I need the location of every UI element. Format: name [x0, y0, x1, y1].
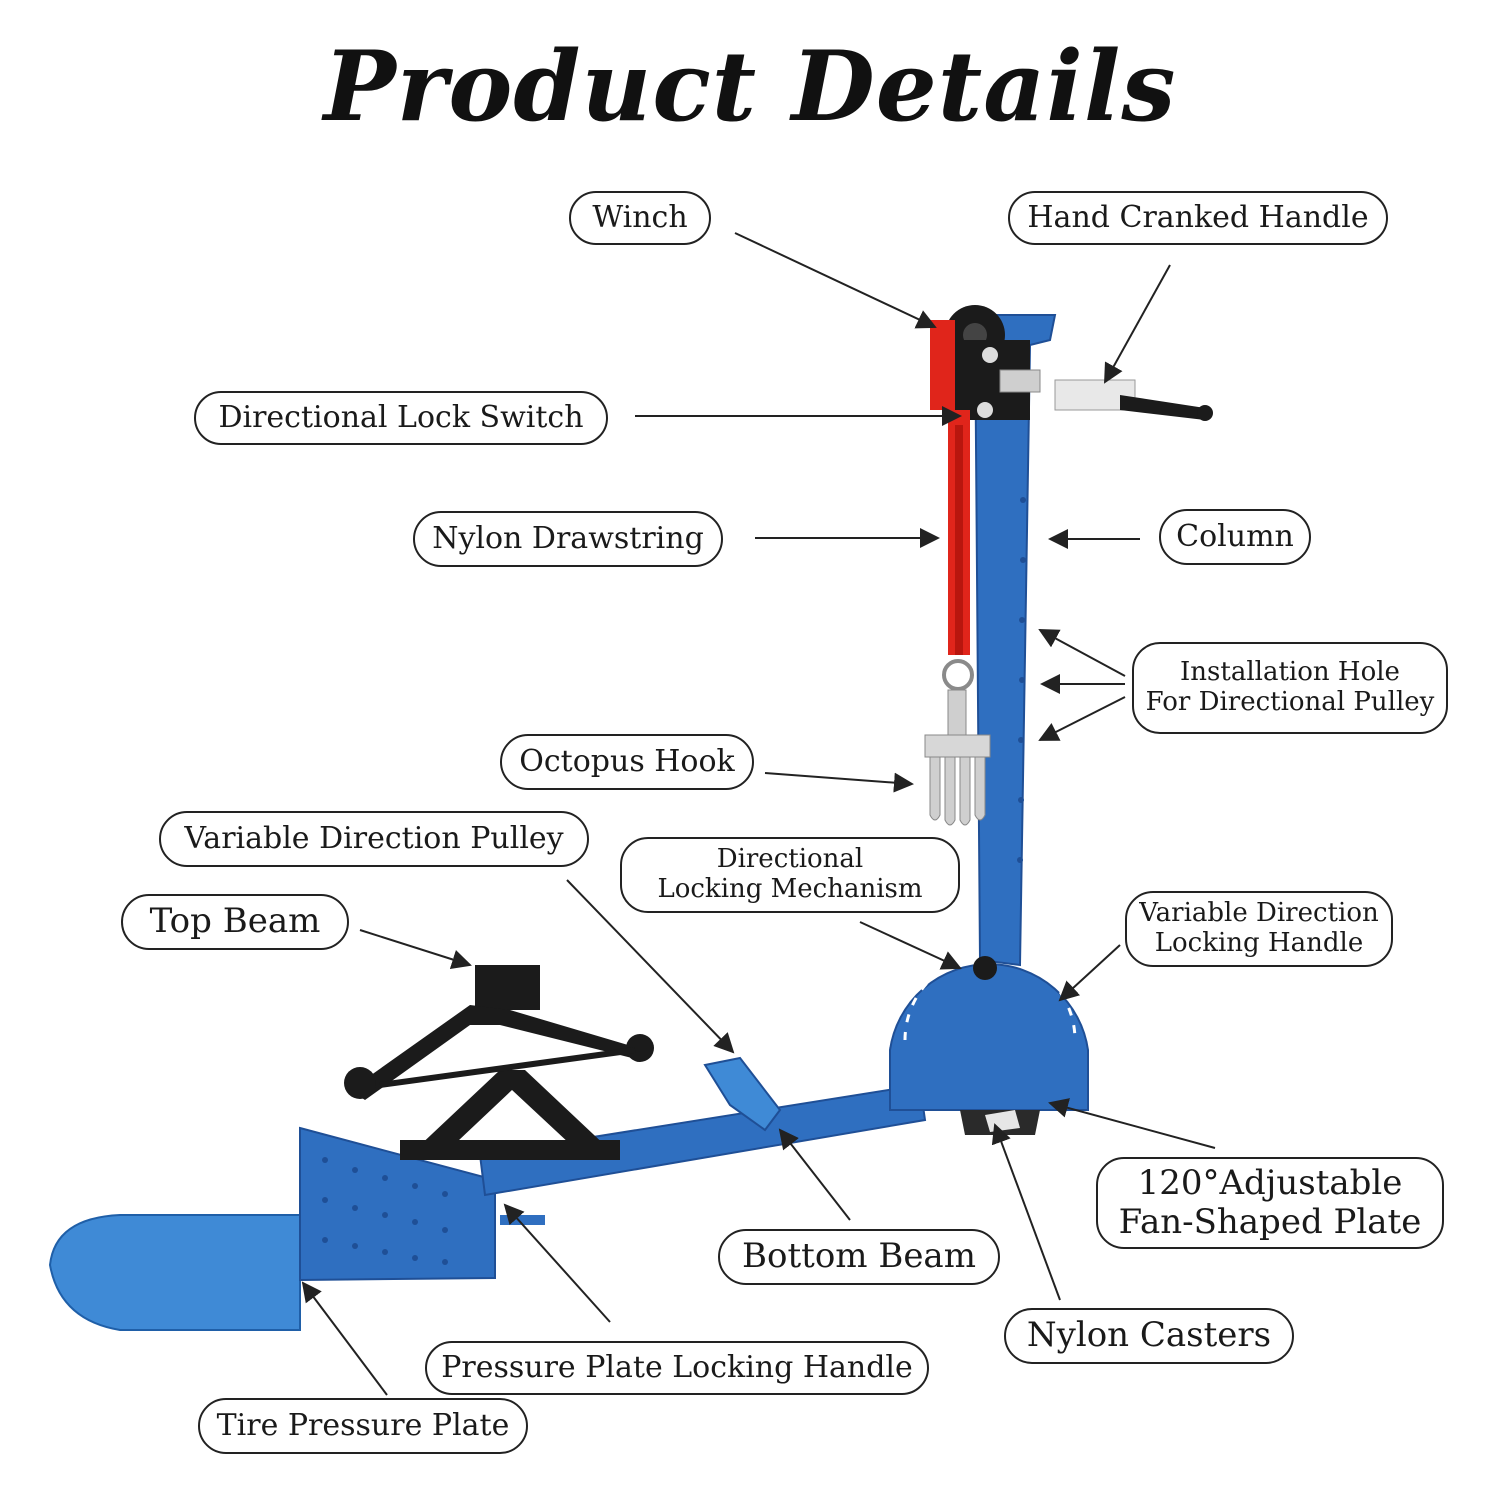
column-holes [1017, 497, 1026, 863]
label-directional-lock-switch: Directional Lock Switch [194, 391, 608, 445]
label-pressure-plate-locking-handle: Pressure Plate Locking Handle [425, 1341, 929, 1395]
label-octopus-hook: Octopus Hook [500, 734, 754, 790]
label-directional-locking-mechanism: Directional Locking Mechanism [620, 837, 960, 913]
octopus-hook-shape [924, 689, 991, 826]
hand-crank-shape [1054, 379, 1213, 421]
fan-shaped-plate [889, 963, 1089, 1111]
scissor-jack-shape [344, 965, 654, 1160]
strap-ring [942, 659, 974, 691]
label-tire-pressure-plate: Tire Pressure Plate [198, 1398, 528, 1454]
label-nylon-casters: Nylon Casters [1004, 1308, 1294, 1364]
label-variable-direction-pulley: Variable Direction Pulley [159, 811, 589, 867]
variable-pulley-bracket [703, 1056, 782, 1132]
tire-pressure-plate-upright [299, 1126, 496, 1282]
label-adjustable-fan-plate: 120°Adjustable Fan-Shaped Plate [1096, 1157, 1444, 1249]
winch-shape [930, 305, 1041, 420]
label-column: Column [1159, 509, 1311, 565]
label-installation-hole: Installation Hole For Directional Pulley [1132, 642, 1448, 734]
page-title: Product Details [323, 30, 1177, 143]
label-hand-cranked-handle: Hand Cranked Handle [1008, 191, 1388, 245]
label-top-beam: Top Beam [121, 894, 349, 950]
tire-pressure-plate-floor [48, 1214, 301, 1331]
label-nylon-drawstring: Nylon Drawstring [413, 511, 723, 567]
label-variable-direction-locking-handle: Variable Direction Locking Handle [1125, 891, 1393, 967]
direction-lock-knob [973, 956, 997, 980]
label-winch: Winch [569, 191, 711, 245]
leader-arrows [301, 232, 1216, 1396]
label-bottom-beam: Bottom Beam [718, 1229, 1000, 1285]
plate-dots [322, 1157, 448, 1265]
